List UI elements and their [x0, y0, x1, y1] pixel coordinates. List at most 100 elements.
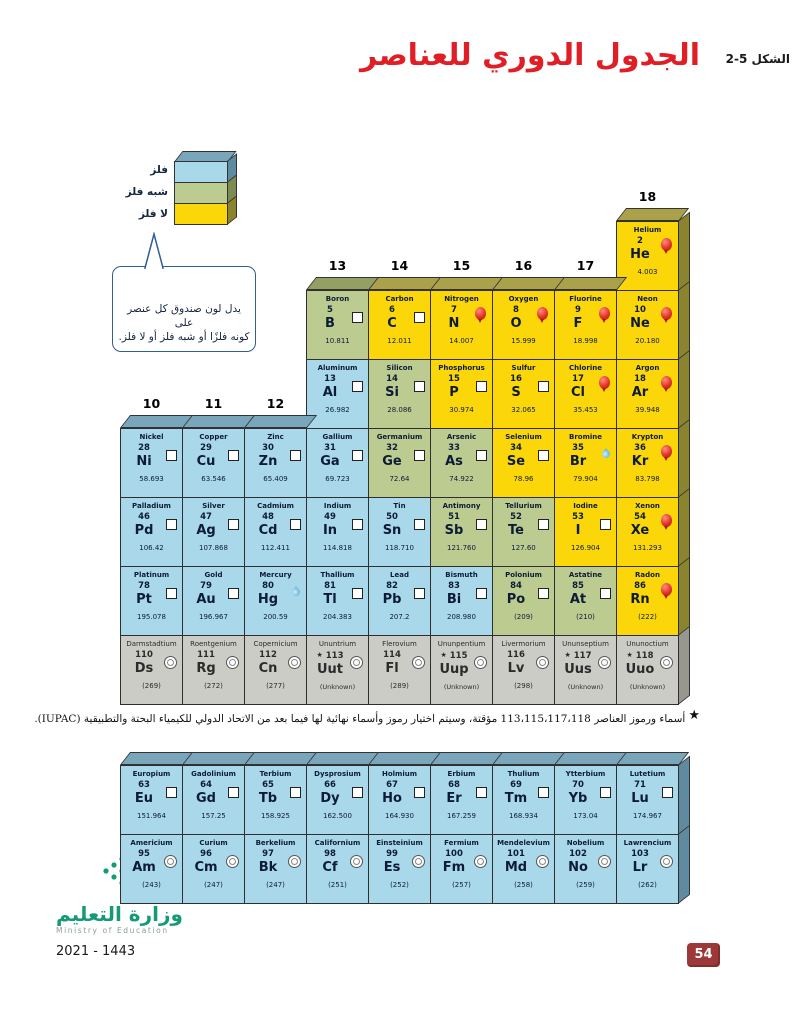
element-symbol: Xe	[630, 523, 650, 538]
gas-state-icon	[661, 445, 673, 462]
synthetic-state-icon	[226, 656, 239, 669]
element-name: Tellurium	[505, 502, 542, 510]
solid-state-icon	[414, 519, 425, 530]
element-symbol: P	[449, 385, 459, 400]
element-symbol: Ds	[134, 661, 154, 676]
element-name: Mercury	[259, 571, 292, 579]
element-mass: 107.868	[199, 544, 228, 552]
box-side-face	[678, 280, 690, 360]
element-symbol: Uuo	[625, 662, 655, 677]
solid-state-icon	[228, 519, 239, 530]
element-name: Chlorine	[569, 364, 602, 372]
element-mass: 79.904	[573, 475, 598, 483]
element-name: Thulium	[507, 770, 540, 778]
box-top-face	[554, 277, 628, 290]
solid-state-icon	[538, 519, 549, 530]
element-number: 68	[448, 780, 460, 790]
element-symbol: Tm	[504, 791, 528, 806]
box-side-face	[678, 349, 690, 429]
group-number-16: 16	[514, 258, 533, 273]
element-symbol: Cf	[322, 860, 338, 875]
element-number: 85	[572, 581, 584, 591]
element-mass: (Unknown)	[443, 683, 480, 691]
element-mass: (289)	[390, 682, 409, 690]
element-symbol: N	[448, 316, 460, 331]
element-symbol: Tb	[258, 791, 278, 806]
synthetic-state-icon	[164, 855, 177, 868]
element-mass: (209)	[514, 613, 533, 621]
element-symbol: Uut	[316, 662, 344, 677]
element-mass: 69.723	[325, 475, 350, 483]
element-mass: 58.693	[139, 475, 164, 483]
legend-callout: يدل لون صندوق كل عنصر على كونه فلزًا أو …	[112, 232, 256, 352]
page-title: الجدول الدوري للعناصر	[360, 38, 700, 73]
legend-label-nonmetal: لا فلز	[138, 208, 168, 220]
element-name: Ununpentium	[437, 640, 486, 648]
element-name: Mendelevium	[497, 839, 550, 847]
element-symbol: S	[511, 385, 521, 400]
element-mass: 207.2	[389, 613, 410, 621]
element-mass: 72.64	[389, 475, 410, 483]
element-number: 16	[510, 374, 522, 384]
legend-label-metal: فلز	[150, 164, 168, 176]
element-mass: 20.180	[635, 337, 660, 345]
legend-label-metalloid: شبه فلز	[125, 186, 168, 198]
element-mass: 121.760	[447, 544, 476, 552]
iupac-footnote: ★أسماء ورموز العناصر 113،115،117،118 مؤق…	[34, 708, 700, 726]
element-mass: 174.967	[633, 812, 662, 820]
element-mass: 131.293	[633, 544, 662, 552]
element-mass: 12.011	[387, 337, 412, 345]
element-number: ★ 117	[564, 651, 592, 661]
synthetic-state-icon	[164, 656, 177, 669]
element-mass: 118.710	[385, 544, 414, 552]
element-number: 65	[262, 780, 274, 790]
element-symbol: Po	[506, 592, 526, 607]
element-name: Copernicium	[253, 640, 298, 648]
element-symbol: Lv	[507, 661, 525, 676]
solid-state-icon	[352, 312, 363, 323]
solid-state-icon	[414, 588, 425, 599]
element-name: Nickel	[139, 433, 164, 441]
gas-state-icon	[537, 307, 549, 324]
solid-state-icon	[414, 381, 425, 392]
element-name: Carbon	[385, 295, 414, 303]
element-mass: (298)	[514, 682, 533, 690]
synthetic-state-icon	[412, 656, 425, 669]
element-number: 84	[510, 581, 522, 591]
element-mass: 39.948	[635, 406, 660, 414]
element-number: 47	[200, 512, 212, 522]
element-symbol: B	[325, 316, 335, 331]
element-symbol: Si	[385, 385, 399, 400]
solid-state-icon	[538, 450, 549, 461]
element-mass: (252)	[390, 881, 409, 889]
element-name: Sulfur	[511, 364, 536, 372]
element-number: 86	[634, 581, 646, 591]
element-mass: 162.500	[323, 812, 352, 820]
gas-state-icon	[661, 376, 673, 393]
element-symbol: Kr	[631, 454, 649, 469]
solid-state-icon	[476, 519, 487, 530]
element-symbol: Ho	[382, 791, 402, 806]
element-number: 96	[200, 849, 212, 859]
element-name: Indium	[323, 502, 352, 510]
box-side-face	[678, 211, 690, 291]
element-number: 70	[572, 780, 584, 790]
provisional-star-icon: ★	[440, 651, 447, 659]
element-mass: (259)	[576, 881, 595, 889]
solid-state-icon	[414, 450, 425, 461]
element-name: Oxygen	[508, 295, 539, 303]
